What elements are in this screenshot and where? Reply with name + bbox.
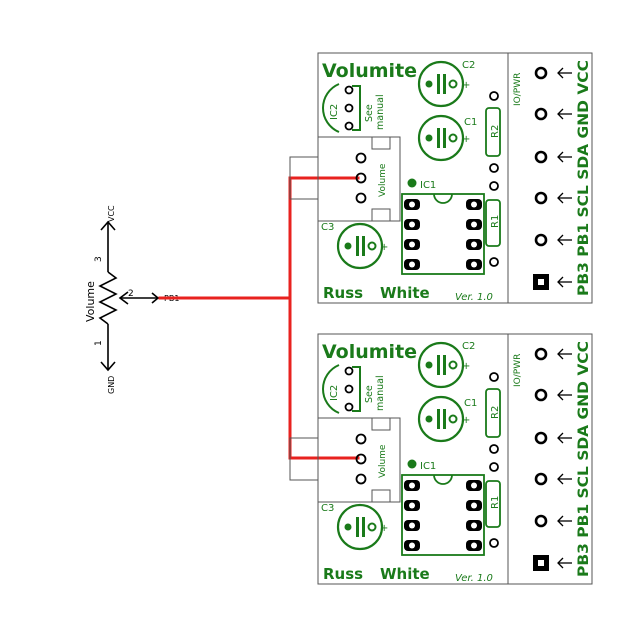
- board-1-c2-label: C2: [462, 60, 475, 71]
- board-2-version: Ver. 1.0: [455, 573, 493, 584]
- wire-net: [158, 176, 360, 460]
- board-2-ic2-label: IC2: [329, 385, 340, 401]
- board-2-c3-plus: +: [380, 523, 388, 534]
- board-1-header-labels: PB3 PB1 SCL SDA GND VCC: [576, 60, 592, 296]
- gnd-label: GND: [107, 376, 116, 394]
- board-2-volume-label: Volume: [378, 444, 388, 478]
- board-2-title: Volumite: [322, 341, 417, 363]
- board-1-author-first: Russ: [323, 284, 363, 302]
- pot-pin2-label: 2: [128, 289, 134, 299]
- board-1-c3-label: C3: [321, 222, 334, 233]
- board-1-manual-label: manual: [375, 94, 386, 130]
- board-1-c1-plus: +: [462, 134, 470, 145]
- board-1-r1-label: R1: [490, 215, 501, 228]
- board-1-title: Volumite: [322, 60, 417, 82]
- board-2-author-last: White: [380, 565, 430, 583]
- board-1-c2-plus: +: [462, 80, 470, 91]
- board-1-c3-plus: +: [380, 242, 388, 253]
- board-2-r2-label: R2: [490, 406, 501, 419]
- board-2-c1-plus: +: [462, 415, 470, 426]
- board-2-header-labels: PB3 PB1 SCL SDA GND VCC: [576, 341, 592, 577]
- board-2-ic1-label: IC1: [420, 461, 436, 472]
- board-2-c2-label: C2: [462, 341, 475, 352]
- board-1-r2-label: R2: [490, 125, 501, 138]
- potentiometer-symbol: [98, 220, 160, 372]
- board-1-version: Ver. 1.0: [455, 292, 493, 303]
- board-1-c1-label: C1: [464, 117, 477, 128]
- board-2-r1-label: R1: [490, 496, 501, 509]
- board-1-io-pwr-label: IO/PWR: [513, 73, 523, 106]
- board-1-ic2-label: IC2: [329, 104, 340, 120]
- board-1-volume-label: Volume: [378, 163, 388, 197]
- board-1: Volumite C2 C1 C3 + + + IC1 IC2 See manu…: [288, 51, 594, 305]
- board-2-c1-label: C1: [464, 398, 477, 409]
- pot-name-label: Volume: [84, 281, 97, 322]
- board-2-c3-label: C3: [321, 503, 334, 514]
- board-2-io-pwr-label: IO/PWR: [513, 354, 523, 387]
- vcc-label: VCC: [107, 205, 116, 222]
- board-2-c2-plus: +: [462, 361, 470, 372]
- board-1-see-label: See: [364, 104, 375, 122]
- pot-pin3-label: 3: [94, 256, 104, 262]
- pot-pin1-label: 1: [94, 340, 104, 346]
- board-1-author-last: White: [380, 284, 430, 302]
- board-2-manual-label: manual: [375, 375, 386, 411]
- board-1-ic1-label: IC1: [420, 180, 436, 191]
- board-2: Volumite C2 C1 C3 + + + IC1 IC2 See manu…: [288, 332, 594, 586]
- board-2-see-label: See: [364, 385, 375, 403]
- board-2-author-first: Russ: [323, 565, 363, 583]
